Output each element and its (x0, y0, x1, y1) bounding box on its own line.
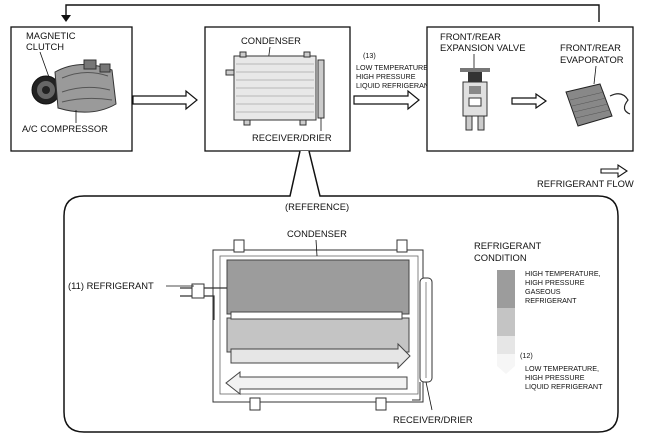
step-12-number: (12) (520, 351, 533, 360)
valve-label-2: EXPANSION VALVE (440, 42, 525, 53)
step-13-line-1: LOW TEMPERATURE, (356, 63, 430, 72)
magnetic-clutch-label-2: CLUTCH (26, 41, 64, 52)
condition-title-1: REFRIGERANT (474, 240, 541, 251)
detail-condenser-label: CONDENSER (287, 228, 347, 239)
expansion-valve-drawing (460, 68, 490, 131)
flow-legend: REFRIGERANT FLOW (537, 163, 634, 189)
condenser-drawing-large (166, 239, 433, 411)
evaporator-label-1: FRONT/REAR (560, 42, 621, 53)
magnetic-clutch-label-1: MAGNETIC (26, 30, 76, 41)
step-13-number: (13) (363, 51, 376, 60)
cold-line-1: LOW TEMPERATURE, (525, 364, 599, 373)
valve-label-1: FRONT/REAR (440, 31, 501, 42)
hot-line-3: GASEOUS (525, 287, 561, 296)
refrigerant-flow-label: REFRIGERANT FLOW (537, 178, 634, 189)
flow-arrow-3 (511, 92, 548, 110)
refrigerant-label: (11) REFRIGERANT (68, 280, 154, 291)
step-13-line-3: LIQUID REFRIGERANT (356, 81, 434, 90)
evaporator-drawing (565, 83, 631, 127)
hot-line-4: REFRIGERANT (525, 296, 577, 305)
condenser-label: CONDENSER (241, 35, 301, 46)
condenser-drawing-small (225, 51, 325, 126)
flow-arrow-2 (353, 89, 420, 111)
return-line (61, 4, 600, 22)
hot-line-2: HIGH PRESSURE (525, 278, 585, 287)
step-13-line-2: HIGH PRESSURE (356, 72, 416, 81)
condition-scale (497, 270, 515, 374)
evaporator-label-2: EVAPORATOR (560, 54, 624, 65)
flow-arrow-1 (132, 89, 198, 111)
reference-label: (REFERENCE) (285, 201, 349, 212)
compressor-drawing (31, 59, 117, 113)
compressor-box: MAGNETIC CLUTCH A/C COMPRESSOR (10, 26, 133, 152)
condition-title-2: CONDITION (474, 252, 527, 263)
receiver-drier-label: RECEIVER/DRIER (252, 132, 332, 143)
hot-line-1: HIGH TEMPERATURE, (525, 269, 601, 278)
cold-line-3: LIQUID REFRIGERANT (525, 382, 603, 391)
condenser-box: CONDENSER RECEIVER/DRIER (204, 26, 351, 152)
valve-evaporator-box: FRONT/REAR EXPANSION VALVE FRONT/REAR EV… (426, 26, 634, 152)
compressor-label: A/C COMPRESSOR (22, 123, 108, 134)
cold-line-2: HIGH PRESSURE (525, 373, 585, 382)
detail-receiver-label: RECEIVER/DRIER (393, 414, 473, 425)
